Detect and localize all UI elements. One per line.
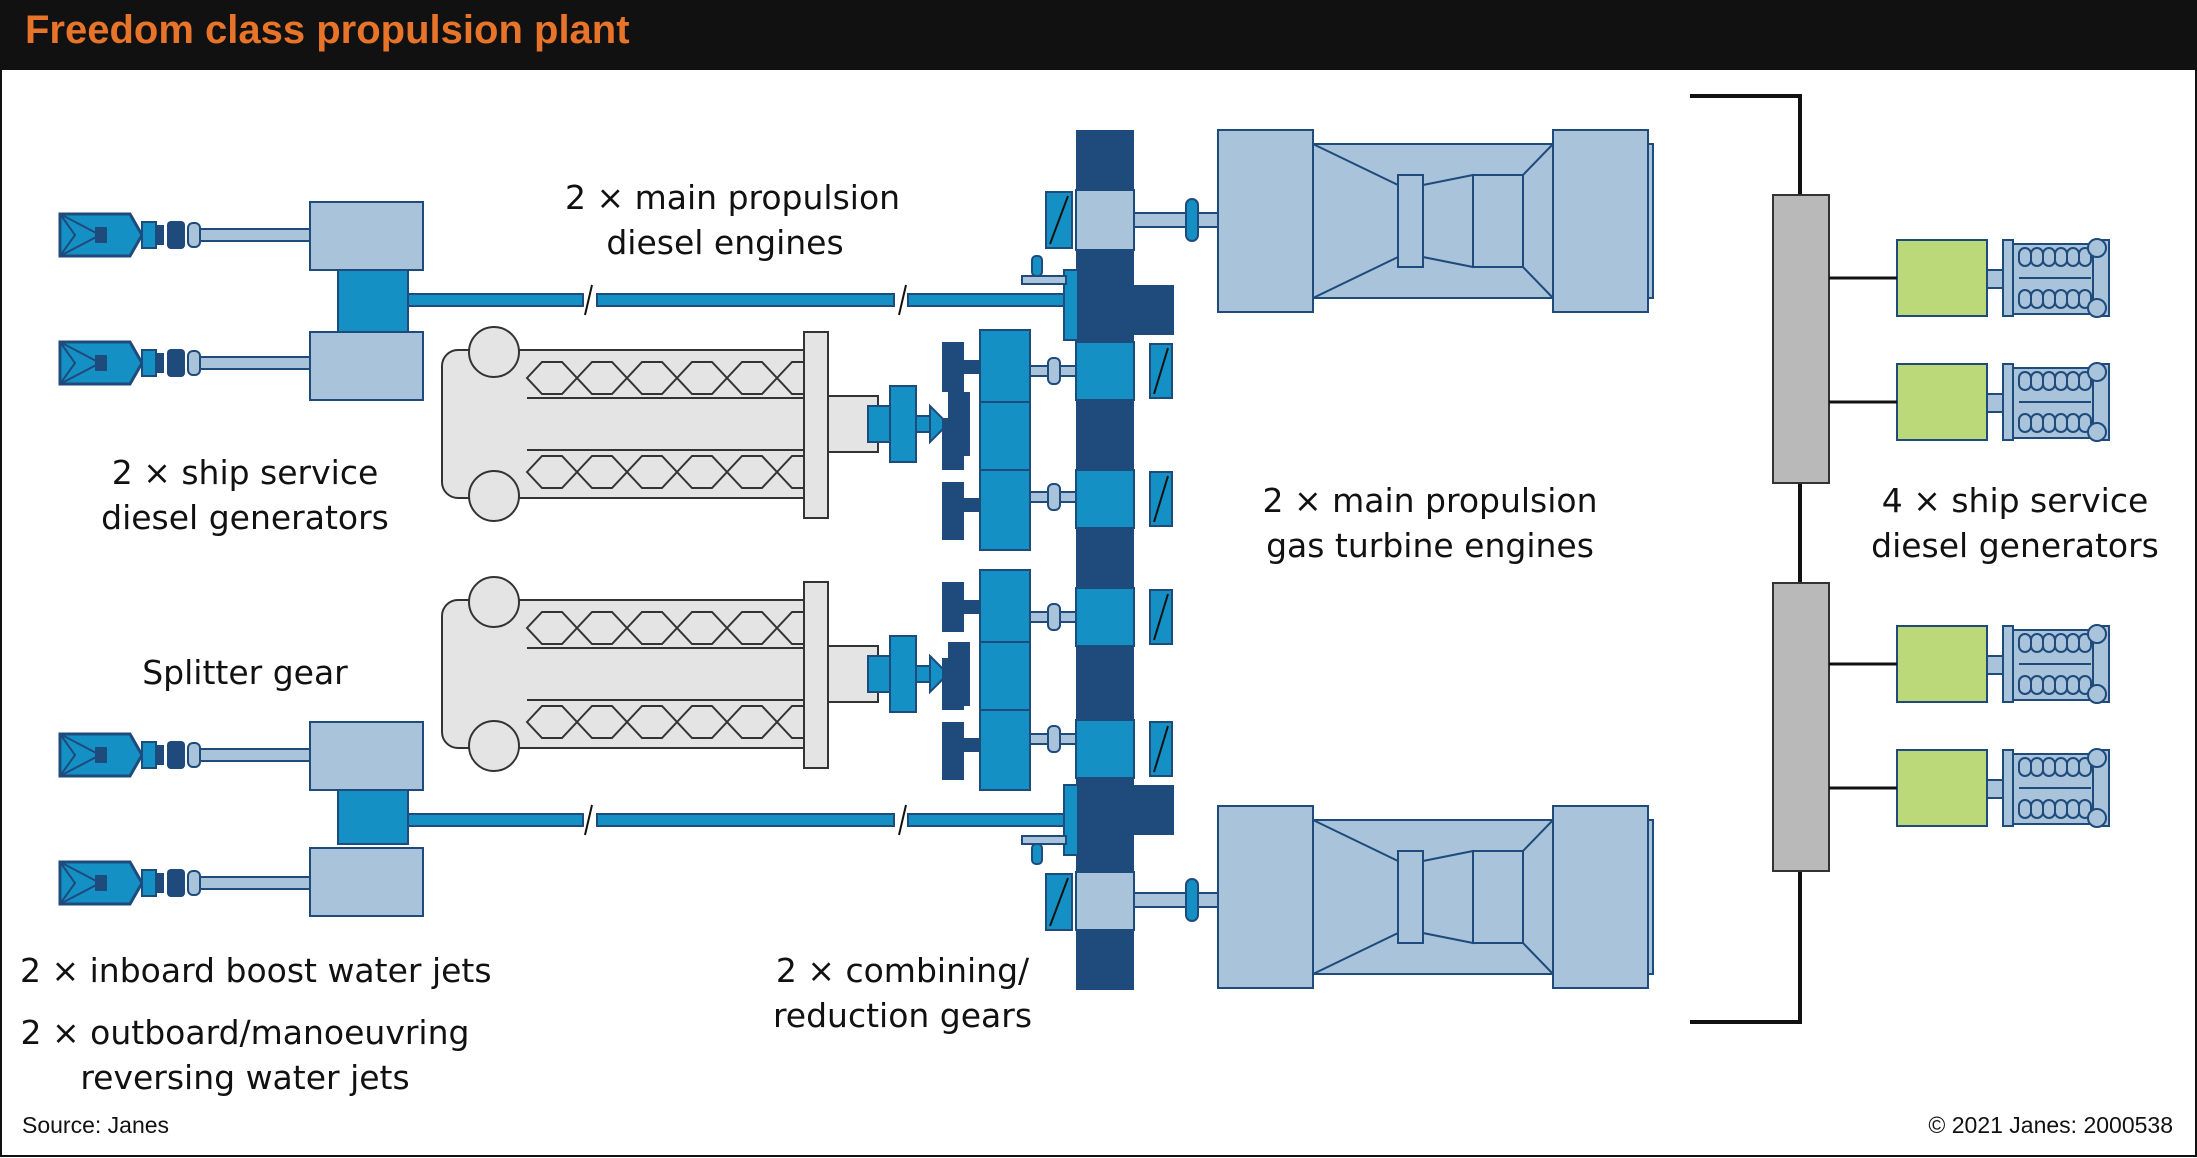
water-jet-4 xyxy=(58,860,312,906)
gear-stack-lower xyxy=(941,569,1031,791)
water-jet-2 xyxy=(58,340,312,386)
title-bar: Freedom class propulsion plant xyxy=(0,0,2197,70)
gas-turbine-lower xyxy=(1217,805,1654,989)
splitter-gear-lower xyxy=(309,721,424,917)
label-combining-gears: 2 × combining/reduction gears xyxy=(772,951,1033,1035)
water-jet-3 xyxy=(58,732,312,778)
label-inboard-jets: 2 × inboard boost water jets xyxy=(20,951,492,990)
source-note: Source: Janes xyxy=(22,1112,170,1138)
page-title: Freedom class propulsion plant xyxy=(25,8,630,52)
combining-gear-column xyxy=(1021,130,1174,990)
drive-shaft-upper xyxy=(407,284,1081,316)
generator-3 xyxy=(1827,623,2111,705)
diesel-engine-lower xyxy=(441,576,971,772)
diagram-frame xyxy=(0,70,2197,1157)
copyright-note: © 2021 Janes: 2000538 xyxy=(1928,1112,2173,1138)
diesel-engine-upper xyxy=(441,326,971,522)
splitter-gear-upper xyxy=(309,201,424,401)
generator-1 xyxy=(1827,237,2111,319)
gear-stack-upper xyxy=(941,329,1031,551)
generator-2 xyxy=(1827,361,2111,443)
gas-turbine-upper xyxy=(1217,129,1654,313)
generator-4 xyxy=(1827,747,2111,829)
water-jet-1 xyxy=(58,212,312,258)
label-splitter-gear: Splitter gear xyxy=(142,653,348,692)
drive-shaft-lower xyxy=(407,804,1081,836)
electrical-bus xyxy=(1690,94,1830,1024)
